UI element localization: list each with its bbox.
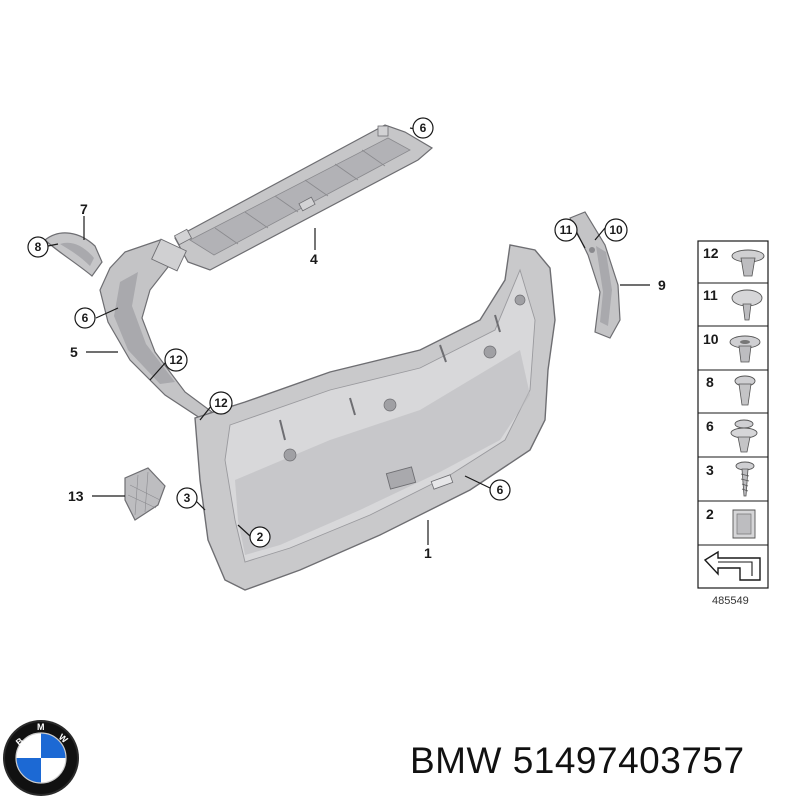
svg-text:2: 2 <box>257 530 264 544</box>
legend-num-2: 2 <box>706 506 714 522</box>
legend-num-3: 3 <box>706 462 714 478</box>
svg-text:M: M <box>37 722 45 732</box>
label-5: 5 <box>70 344 78 360</box>
callout-12-upper: 12 <box>164 348 188 372</box>
expanding-rivet-icon <box>729 335 761 363</box>
screw-icon <box>735 461 755 497</box>
push-rivet-wide-icon <box>731 249 765 277</box>
legend-num-12: 12 <box>703 245 719 261</box>
part-4-upper-trim <box>173 124 434 271</box>
callout-6-left: 6 <box>74 307 96 329</box>
label-7: 7 <box>80 201 88 217</box>
part-5-left-frame <box>99 238 214 419</box>
part-7-corner-cover <box>44 232 103 277</box>
callout-8: 8 <box>27 236 49 258</box>
spreader-clip-icon <box>730 419 758 453</box>
label-1: 1 <box>424 545 432 561</box>
clip-nut-icon <box>732 509 756 539</box>
callout-6-top: 6 <box>412 117 434 139</box>
svg-text:B: B <box>14 735 26 747</box>
svg-text:12: 12 <box>214 396 228 410</box>
reference-arrow-icon <box>703 550 761 581</box>
part-1-tailgate-panel <box>194 244 556 591</box>
legend-num-6: 6 <box>706 418 714 434</box>
callout-6-right: 6 <box>489 479 511 501</box>
svg-text:6: 6 <box>420 121 427 135</box>
legend-num-10: 10 <box>703 331 719 347</box>
clip-icon <box>734 375 756 406</box>
diagram-ref-number: 485549 <box>712 595 749 607</box>
svg-text:3: 3 <box>184 491 191 505</box>
legend-num-8: 8 <box>706 374 714 390</box>
callout-2: 2 <box>249 526 271 548</box>
svg-text:6: 6 <box>497 483 504 497</box>
part-number-caption: BMW 51497403757 <box>410 740 745 781</box>
callout-3: 3 <box>176 487 198 509</box>
callout-10: 10 <box>604 218 628 242</box>
label-13: 13 <box>68 488 84 504</box>
callout-12-lower: 12 <box>209 391 233 415</box>
svg-text:11: 11 <box>560 223 573 237</box>
fastener-legend: 12 11 10 8 6 3 2 <box>697 240 769 607</box>
svg-text:12: 12 <box>169 353 183 367</box>
label-4: 4 <box>310 251 318 267</box>
callout-11: 11 <box>554 218 578 242</box>
svg-text:10: 10 <box>609 223 623 237</box>
bmw-logo: B M W <box>3 720 79 796</box>
push-rivet-icon <box>731 289 763 321</box>
legend-num-11: 11 <box>703 287 718 303</box>
label-9: 9 <box>658 277 666 293</box>
svg-text:8: 8 <box>35 240 42 254</box>
part-13-grille <box>124 467 166 521</box>
svg-text:6: 6 <box>82 311 89 325</box>
